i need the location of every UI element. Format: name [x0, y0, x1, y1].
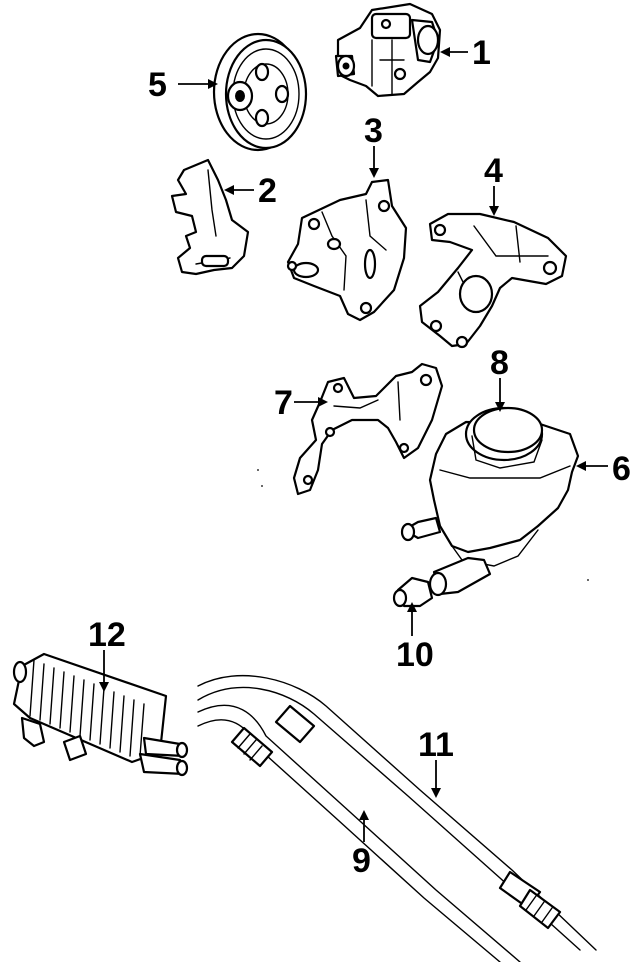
- callout-12: 12: [88, 616, 126, 654]
- callout-11: 11: [418, 726, 454, 764]
- pump-bracket-small[interactable]: [170, 158, 250, 276]
- callout-6: 6: [612, 450, 631, 488]
- callout-labels: 1 2 3 4 5 6 7 8 9 10 11 12: [88, 34, 631, 880]
- callout-10: 10: [396, 636, 434, 674]
- pump-mounting-bracket[interactable]: [286, 178, 408, 322]
- callout-7: 7: [274, 384, 293, 422]
- callout-8: 8: [490, 344, 509, 382]
- pump-pulley[interactable]: [212, 32, 308, 152]
- callout-9: 9: [352, 842, 371, 880]
- reservoir-mounting-bracket[interactable]: [292, 362, 444, 496]
- power-steering-pump[interactable]: [334, 2, 442, 98]
- pump-support-bracket[interactable]: [418, 212, 568, 349]
- callout-4: 4: [484, 152, 503, 190]
- leader-lines: [99, 47, 608, 842]
- callout-5: 5: [148, 66, 167, 104]
- oil-cooler[interactable]: [12, 652, 189, 777]
- speck-marks: [257, 469, 589, 581]
- callout-3: 3: [364, 112, 383, 150]
- fluid-reservoir[interactable]: [400, 420, 580, 567]
- callout-1: 1: [472, 34, 491, 72]
- pressure-hose-line[interactable]: [197, 704, 562, 962]
- callout-2: 2: [258, 172, 277, 210]
- reservoir-hose-fitting[interactable]: [392, 556, 492, 608]
